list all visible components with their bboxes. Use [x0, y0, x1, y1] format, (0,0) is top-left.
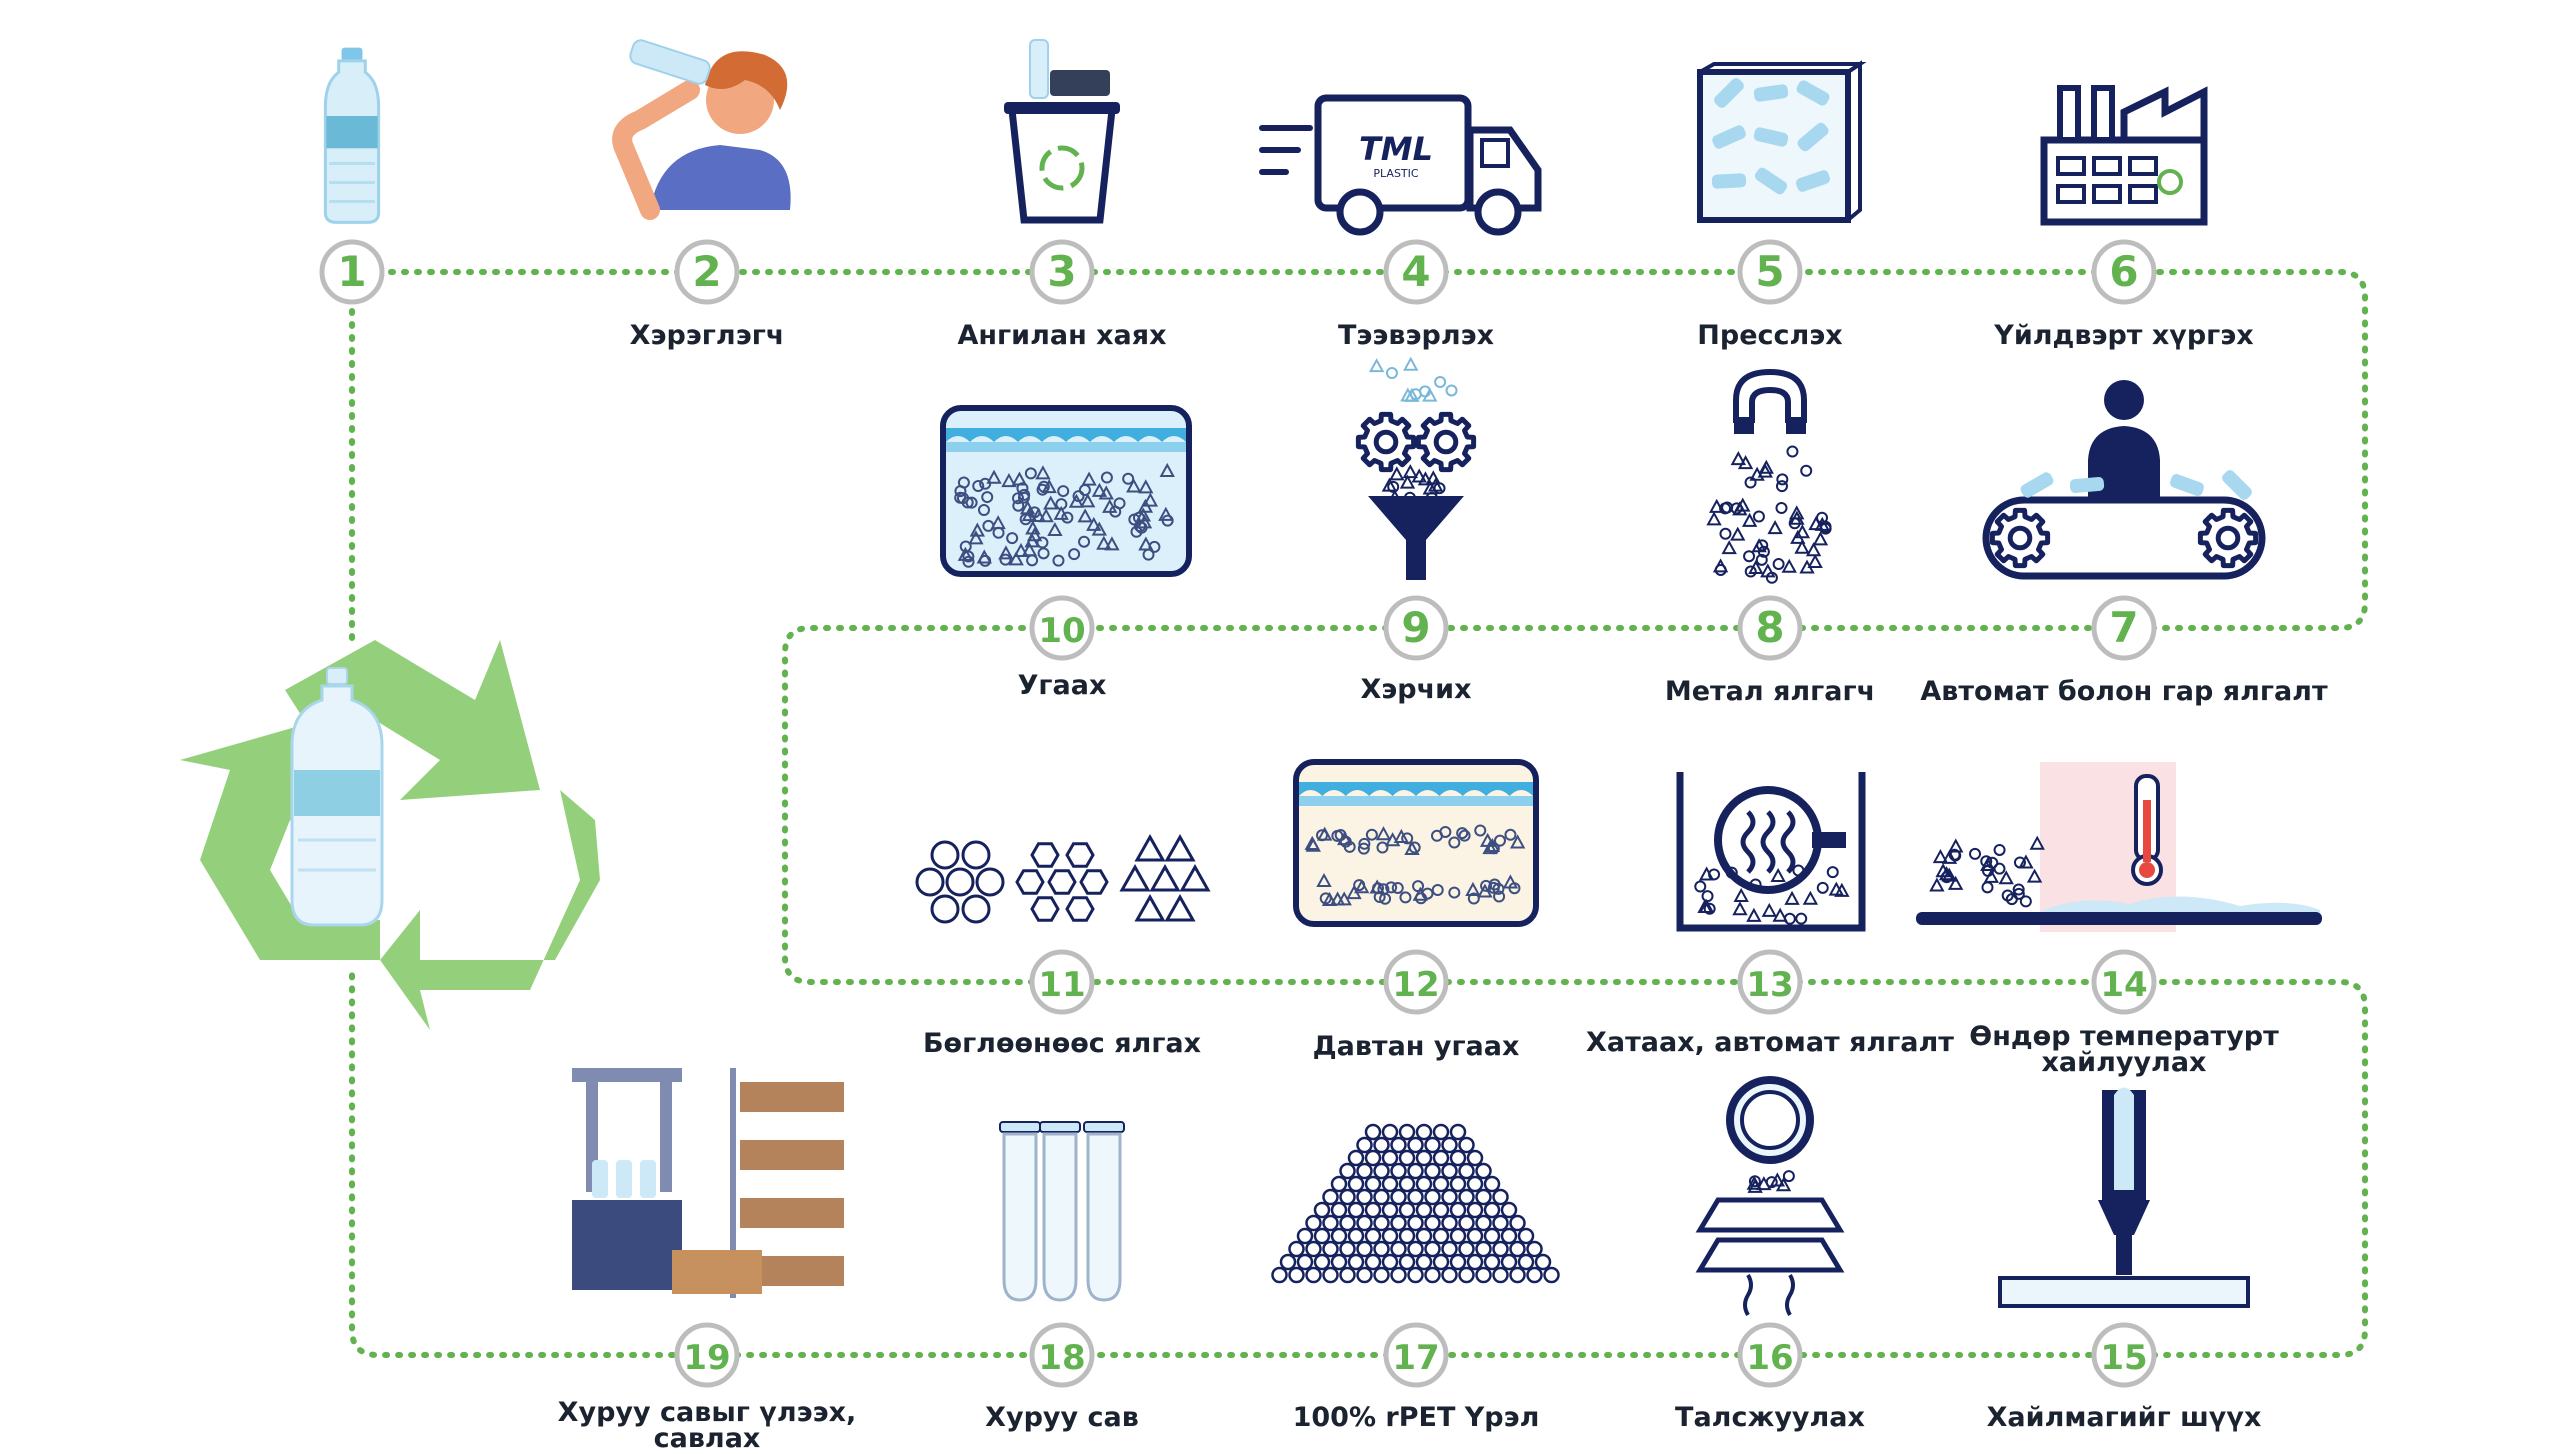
sorting-conveyor-icon: [1982, 380, 2266, 580]
recycle-bin-icon: [1004, 39, 1120, 224]
step-label-8: Метал ялгагч: [1664, 676, 1876, 707]
recycle-arrow-1: [285, 640, 540, 800]
recycle-arrow-3: [180, 720, 380, 960]
magnet-separator-icon: [1706, 368, 1832, 584]
step-number-1: 1: [337, 247, 366, 296]
plastic-bottle-icon: [323, 47, 381, 224]
step-label-19: Хуруу савыг үлээх, савлах: [557, 1397, 857, 1454]
step-number-13: 13: [1746, 965, 1793, 1005]
crystallizer-icon: [1695, 1076, 1845, 1317]
step-label-10: Угаах: [1017, 670, 1107, 701]
step-marker-2: 2: [674, 239, 740, 305]
step-number-16: 16: [1746, 1338, 1793, 1378]
step-label-7: Автомат болон гар ялгалт: [1920, 676, 2328, 707]
step-marker-14: 14: [2091, 949, 2157, 1015]
step-marker-16: 16: [1737, 1322, 1803, 1388]
step-number-12: 12: [1392, 965, 1439, 1005]
step-label-13: Хатаах, автомат ялгалт: [1586, 1027, 1954, 1058]
shredder-funnel-icon: [1355, 356, 1477, 580]
step-number-5: 5: [1755, 247, 1784, 296]
step-marker-8: 8: [1737, 595, 1803, 661]
step-label-9: Хэрчих: [1360, 674, 1472, 705]
step-label-6: Үйлдвэрт хүргэх: [1994, 320, 2254, 351]
step-marker-1: 1: [319, 239, 385, 305]
truck-brand-text: TML: [1359, 130, 1433, 168]
step-marker-12: 12: [1383, 949, 1449, 1015]
melting-heater-icon: [1916, 762, 2322, 932]
step-number-18: 18: [1038, 1338, 1085, 1378]
step-marker-3: 3: [1029, 239, 1095, 305]
step-marker-17: 17: [1383, 1322, 1449, 1388]
washing-tank-icon: [939, 405, 1192, 577]
step-marker-9: 9: [1383, 595, 1449, 661]
step-marker-7: 7: [2091, 595, 2157, 661]
step-marker-13: 13: [1737, 949, 1803, 1015]
step-label-15: Хайлмагийг шүүх: [1986, 1402, 2262, 1433]
step-number-17: 17: [1392, 1338, 1439, 1378]
step-number-15: 15: [2100, 1338, 2147, 1378]
flake-shapes-icon: [915, 833, 1211, 924]
step-label-17: 100% rPET Үрэл: [1292, 1402, 1540, 1433]
step-label-14: Өндөр температурт хайлуулах: [1969, 1021, 2279, 1078]
recycle-arrow-2: [380, 790, 600, 1030]
melt-filter-icon: [1998, 1087, 2250, 1308]
step-number-19: 19: [683, 1338, 730, 1378]
step-label-11: Бөглөөнөөс ялгах: [922, 1028, 1202, 1059]
step-label-2: Хэрэглэгч: [629, 320, 785, 351]
step-marker-4: 4: [1383, 239, 1449, 305]
step-label-4: Тээвэрлэх: [1337, 320, 1495, 351]
step-marker-19: 19: [674, 1322, 740, 1388]
step-marker-15: 15: [2091, 1322, 2157, 1388]
step-number-7: 7: [2109, 603, 2138, 652]
step-number-8: 8: [1755, 603, 1784, 652]
bottling-line-icon: [572, 1068, 844, 1298]
step-number-3: 3: [1047, 247, 1076, 296]
pressed-bale-icon: [1697, 60, 1867, 223]
consumer-drinking-icon: [612, 39, 791, 220]
connection-path: [349, 269, 2368, 1358]
step-number-4: 4: [1401, 247, 1430, 296]
step-marker-10: 10: [1029, 595, 1095, 661]
step-marker-18: 18: [1029, 1322, 1095, 1388]
step-label-12: Давтан угаах: [1312, 1031, 1520, 1062]
rewash-tank-icon: [1293, 759, 1539, 927]
factory-icon: [2040, 85, 2208, 226]
dryer-icon: [1676, 772, 1866, 932]
step-label-18: Хуруу сав: [985, 1402, 1139, 1433]
step-label-5: Пресслэх: [1697, 320, 1843, 351]
step-number-9: 9: [1401, 603, 1430, 652]
truck-brand-sub-text: PLASTIC: [1373, 167, 1418, 180]
step-marker-5: 5: [1737, 239, 1803, 305]
step-marker-11: 11: [1029, 949, 1095, 1015]
step-number-6: 6: [2109, 247, 2138, 296]
step-label-3: Ангилан хаях: [957, 320, 1167, 351]
step-marker-6: 6: [2091, 239, 2157, 305]
step-label-16: Талсжуулах: [1675, 1402, 1865, 1433]
recycle-bottle-icon: [180, 640, 600, 1030]
preform-tubes-icon: [999, 1121, 1125, 1302]
step-number-11: 11: [1038, 965, 1085, 1005]
step-number-2: 2: [692, 247, 721, 296]
pellet-pile-icon: [1271, 1123, 1560, 1284]
step-number-14: 14: [2100, 965, 2147, 1005]
step-number-10: 10: [1038, 611, 1085, 651]
